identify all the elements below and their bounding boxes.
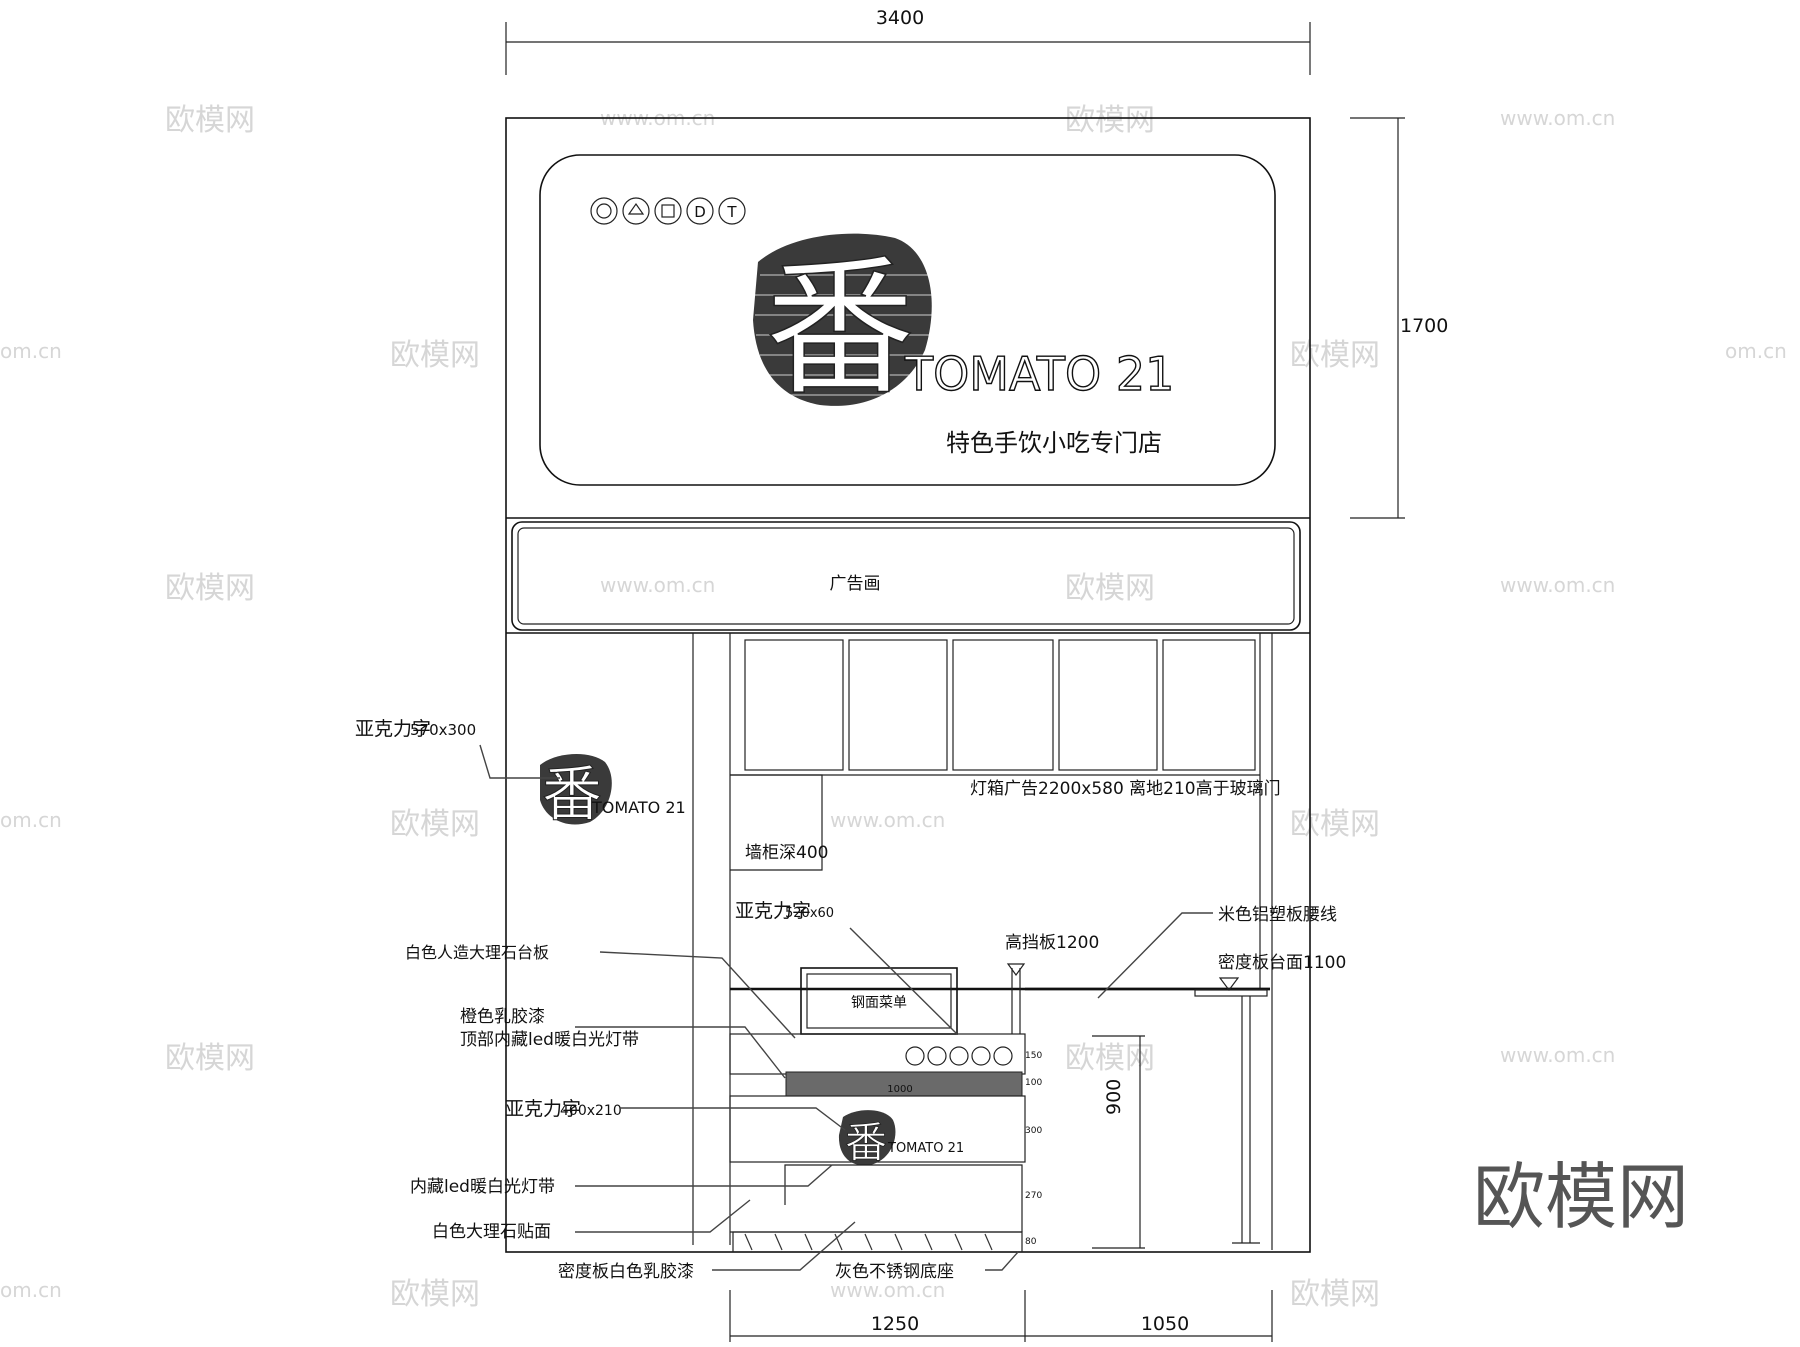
label-side-logo-size: 570x300 <box>410 721 476 739</box>
watermark-url-partial: om.cn <box>0 1278 62 1302</box>
dim-150: 150 <box>1025 1051 1042 1061</box>
brand-emblem: 番 <box>753 233 935 417</box>
watermark-url-partial: om.cn <box>0 339 62 363</box>
led-strip <box>785 1071 1023 1097</box>
badge-icon <box>622 197 650 225</box>
label-led-strip-top: 顶部内藏led暖白光灯带 <box>460 1030 639 1050</box>
watermark-brand: 欧模网 <box>1065 103 1155 138</box>
emblem-character: 番 <box>765 242 915 416</box>
storefront: 钢面菜单 1000 番 TOMATO 21 <box>692 633 1273 1253</box>
badge-icon <box>590 197 618 225</box>
side-logo-text: TOMATO 21 <box>591 798 686 817</box>
label-wall-cabinet: 墙柜深400 <box>745 843 828 863</box>
badge-icon <box>654 197 682 225</box>
counter-small-dims: 150 100 300 270 80 <box>1025 1051 1042 1247</box>
dim-300: 300 <box>1025 1126 1042 1136</box>
watermark-layer: 欧模网 www.om.cn 欧模网 www.om.cn om.cn 欧模网 欧模… <box>0 103 1787 1312</box>
brand-name: TOMATO 21 <box>904 347 1174 401</box>
side-logo-emblem: 番 <box>542 760 602 830</box>
label-front-logo-size: 400x210 <box>560 1103 622 1119</box>
watermark-brand: 欧模网 <box>1065 1041 1155 1076</box>
dimension-bottom: 1250 1050 <box>729 1290 1273 1342</box>
label-mdf-top: 密度板台面1100 <box>1218 953 1346 973</box>
annotation-layer: 亚克力字 570x300 灯箱广告2200x580 离地210高于玻璃门 墙柜深… <box>355 718 1346 1282</box>
label-mdf-paint: 密度板白色乳胶漆 <box>558 1262 694 1282</box>
label-orange-paint: 橙色乳胶漆 <box>460 1007 545 1027</box>
badge-icon-inner: D <box>694 203 706 221</box>
dimension-right: 1700 <box>1350 117 1448 519</box>
watermark-brand: 欧模网 <box>1290 807 1380 842</box>
label-lightbox: 灯箱广告2200x580 离地210高于玻璃门 <box>970 779 1281 799</box>
watermark-brand: 欧模网 <box>390 1277 480 1312</box>
dim-80: 80 <box>1025 1237 1037 1247</box>
watermark-url: www.om.cn <box>830 1278 945 1302</box>
watermark-brand: 欧模网 <box>390 338 480 373</box>
dimension-left-label: 1250 <box>871 1313 919 1335</box>
badge-row: D T <box>590 197 746 225</box>
banner-panel: 广告画 <box>511 521 1301 631</box>
dimension-right-label: 1050 <box>1141 1313 1189 1335</box>
watermark-url: www.om.cn <box>600 573 715 597</box>
label-steel-base: 灰色不锈钢底座 <box>835 1262 954 1282</box>
badge-icon <box>686 197 714 225</box>
counter-width-dim: 1000 <box>887 1084 912 1095</box>
label-side-logo: 亚克力字 <box>355 718 431 740</box>
watermark-url: www.om.cn <box>1500 573 1615 597</box>
lightbox-panels <box>730 639 1260 776</box>
label-front-logo: 亚克力字 <box>505 1098 581 1120</box>
sign-slogan: 特色手饮小吃专门店 <box>946 429 1162 457</box>
label-high-board: 高挡板1200 <box>1005 933 1099 953</box>
label-counter-logo: 亚克力字 <box>735 900 811 922</box>
badge-icon-inner <box>661 204 675 218</box>
watermark-brand: 欧模网 <box>165 571 255 606</box>
badge-icon-inner <box>596 203 612 219</box>
label-marble-top: 白色人造大理石台板 <box>405 943 549 962</box>
watermark-url-partial: om.cn <box>0 808 62 832</box>
watermark-brand: 欧模网 <box>1065 571 1155 606</box>
watermark-brand: 欧模网 <box>1290 1277 1380 1312</box>
watermark-url: www.om.cn <box>830 808 945 832</box>
counter-emblem: 番 <box>845 1118 887 1167</box>
banner-label: 广告画 <box>830 574 881 594</box>
counter-logo-text: TOMATO 21 <box>887 1141 964 1156</box>
dim-100: 100 <box>1025 1078 1042 1088</box>
counter-badges <box>905 1046 1013 1066</box>
badge-icon-inner: T <box>726 203 737 221</box>
watermark-brand: 欧模网 <box>165 1041 255 1076</box>
label-led-strip: 内藏led暖白光灯带 <box>410 1177 555 1197</box>
watermark-brand: 欧模网 <box>165 103 255 138</box>
sign-panel: D T 番 TOMATO 21 特色手饮小吃专门店 <box>539 154 1276 486</box>
watermark-url: www.om.cn <box>1500 106 1615 130</box>
menu-box-label: 钢面菜单 <box>851 995 907 1011</box>
watermark-brand: 欧模网 <box>390 807 480 842</box>
dim-270: 270 <box>1025 1191 1042 1201</box>
watermark-brand-large: 欧模网 <box>1473 1155 1689 1239</box>
badge-icon-inner <box>627 202 645 215</box>
dimension-width-label: 3400 <box>876 7 924 29</box>
side-logo: 番 TOMATO 21 <box>540 754 686 831</box>
dimension-height-label: 1700 <box>1400 315 1448 337</box>
label-waistline: 米色铝塑板腰线 <box>1218 905 1337 925</box>
label-marble-face: 白色大理石贴面 <box>432 1222 551 1242</box>
dimension-top: 3400 <box>505 7 1311 75</box>
watermark-brand: 欧模网 <box>1290 338 1380 373</box>
counter-height-label: 900 <box>1103 1079 1125 1115</box>
badge-icon <box>718 197 746 225</box>
label-counter-logo-size: 520x60 <box>785 906 834 921</box>
watermark-url: www.om.cn <box>1500 1043 1615 1067</box>
watermark-url-partial: om.cn <box>1725 339 1787 363</box>
